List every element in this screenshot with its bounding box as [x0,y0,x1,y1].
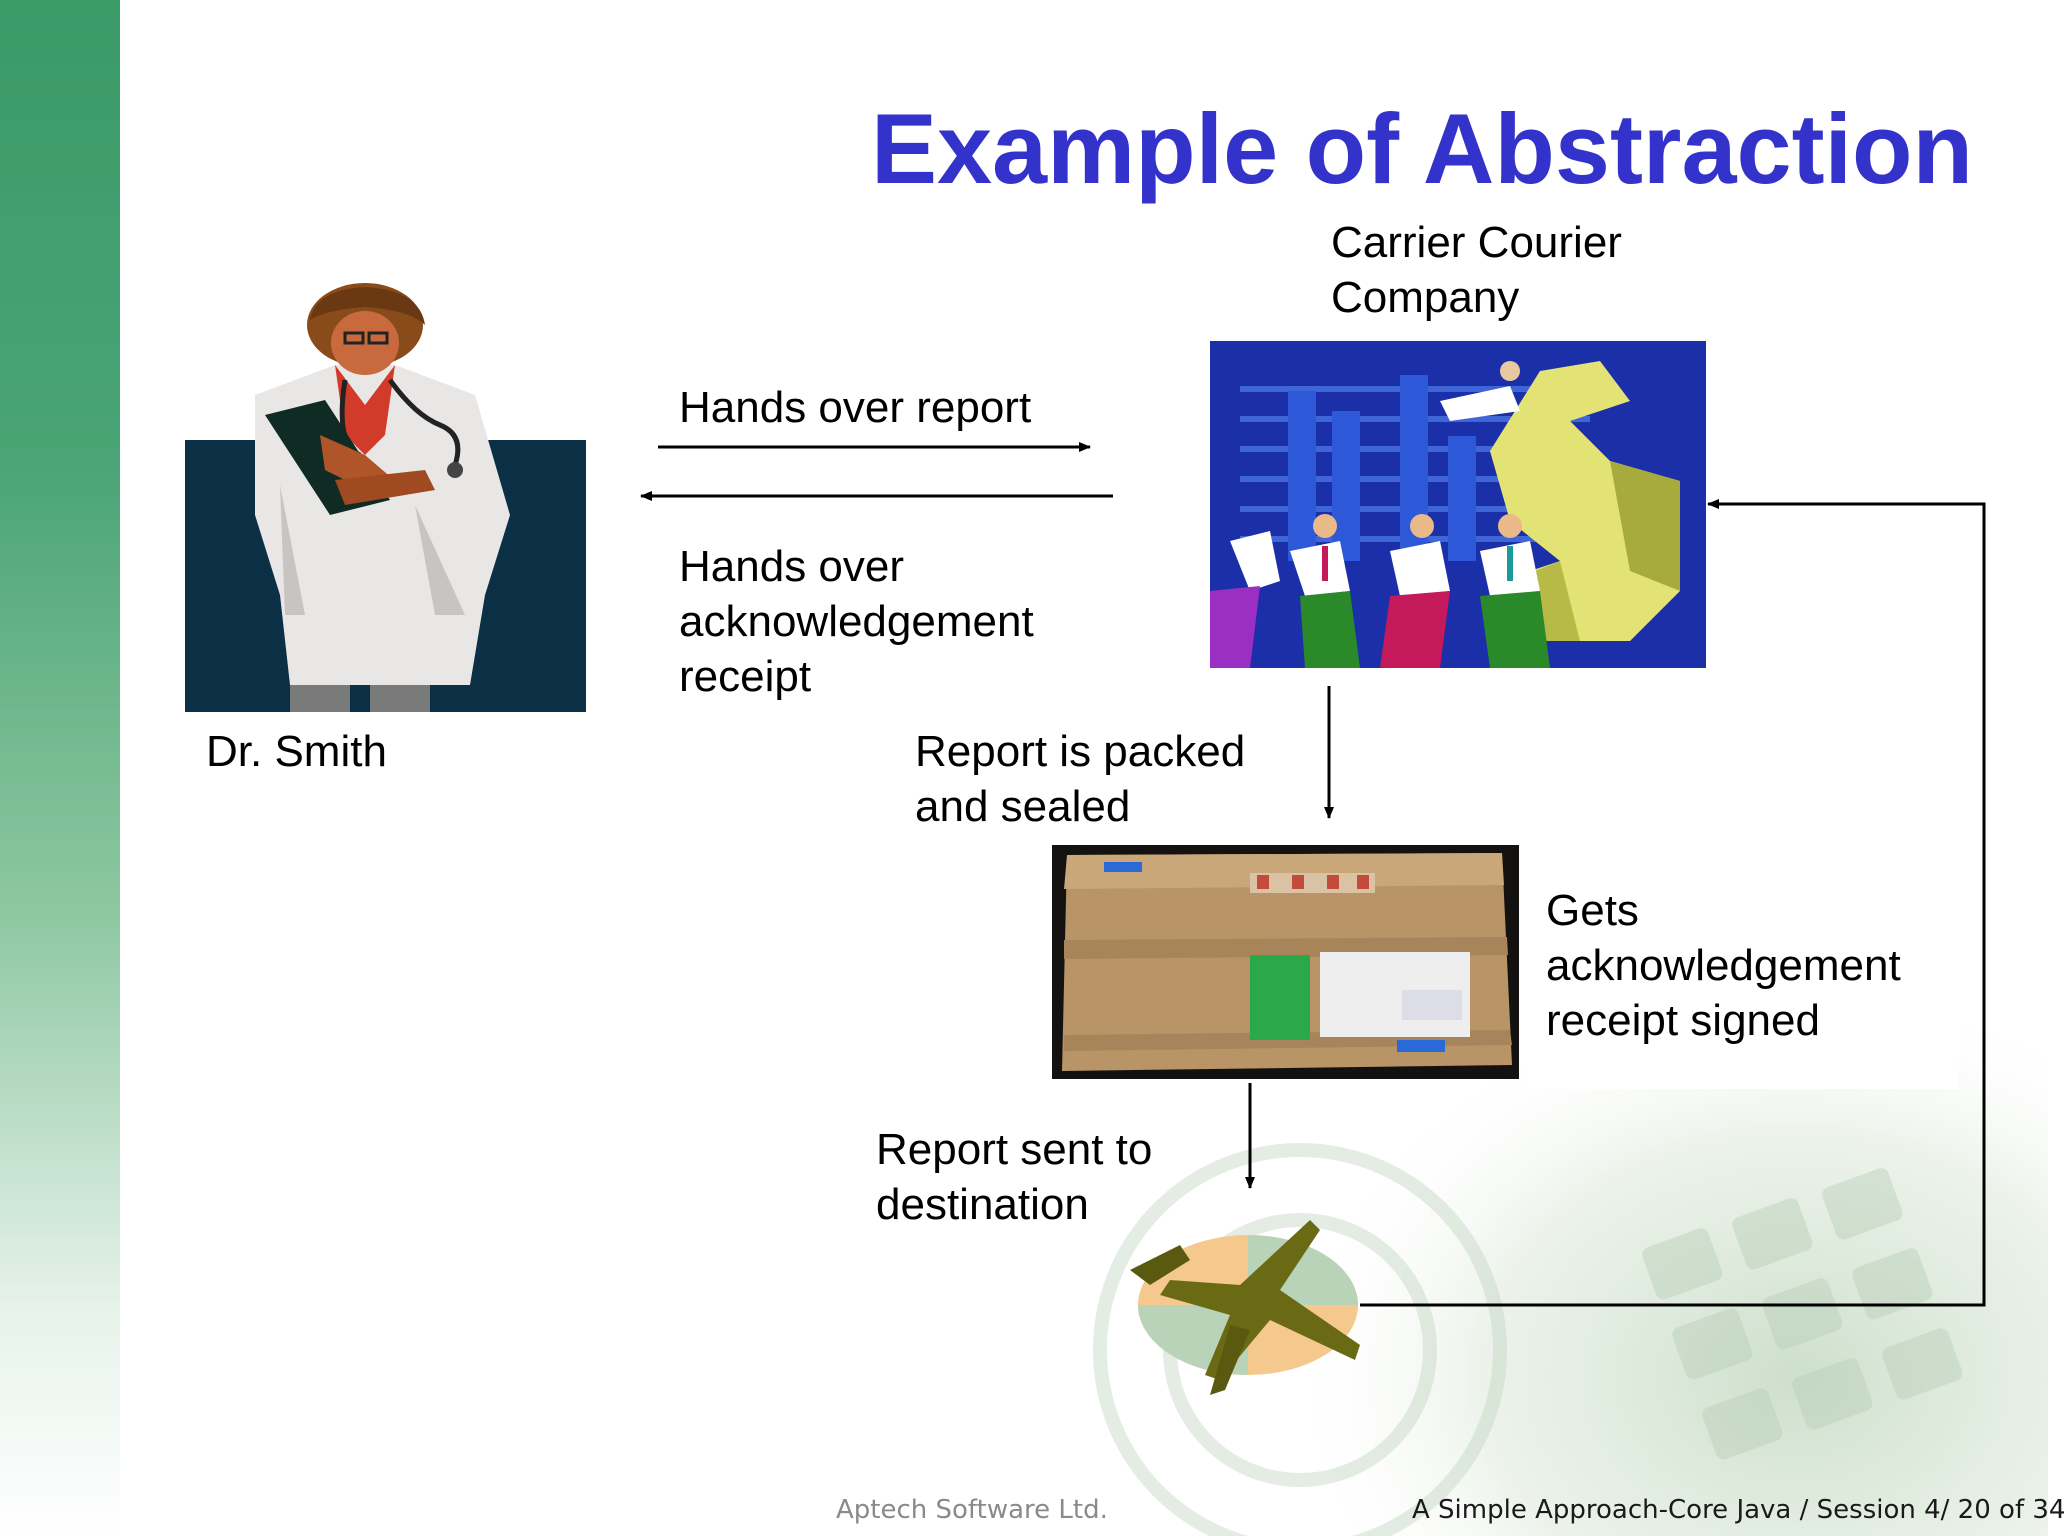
slide-title: Example of Abstraction [870,93,1973,204]
parcel-photo [1052,845,1519,1079]
footer-company: Aptech Software Ltd. [836,1495,1108,1525]
packed-label-line2: and sealed [915,782,1131,831]
hands-over-ack-line3: receipt [679,652,812,701]
sent-label: Report sent to destination [876,1122,1152,1232]
gets-ack-line2: acknowledgement [1546,941,1901,990]
courier-label-line2: Company [1331,273,1520,322]
doctor-clipart [185,283,586,712]
sent-label-line2: destination [876,1180,1089,1229]
hands-over-report-label: Hands over report [679,383,1032,432]
gets-ack-line3: receipt signed [1546,996,1820,1045]
doctor-name-label: Dr. Smith [206,727,387,776]
sent-label-line1: Report sent to [876,1125,1153,1174]
gets-ack-label: Gets acknowledgement receipt signed [1546,883,1901,1048]
arrow-return-to-courier [1360,499,1986,1307]
courier-label-line1: Carrier Courier [1331,218,1622,267]
hands-over-ack-label: Hands over acknowledgement receipt [679,539,1034,704]
gets-ack-line1: Gets [1546,886,1639,935]
hands-over-ack-line1: Hands over [679,542,905,591]
packed-label: Report is packed and sealed [915,724,1245,834]
hands-over-ack-line2: acknowledgement [679,597,1034,646]
green-sidebar [0,0,120,1536]
packed-label-line1: Report is packed [915,727,1246,776]
ack-receipt-box [1525,871,1959,1089]
courier-company-clipart [1210,341,1706,668]
footer-session: A Simple Approach-Core Java / Session 4/… [1412,1495,2065,1525]
courier-label: Carrier Courier Company [1331,215,1622,325]
airplane-icon [1130,1220,1360,1395]
